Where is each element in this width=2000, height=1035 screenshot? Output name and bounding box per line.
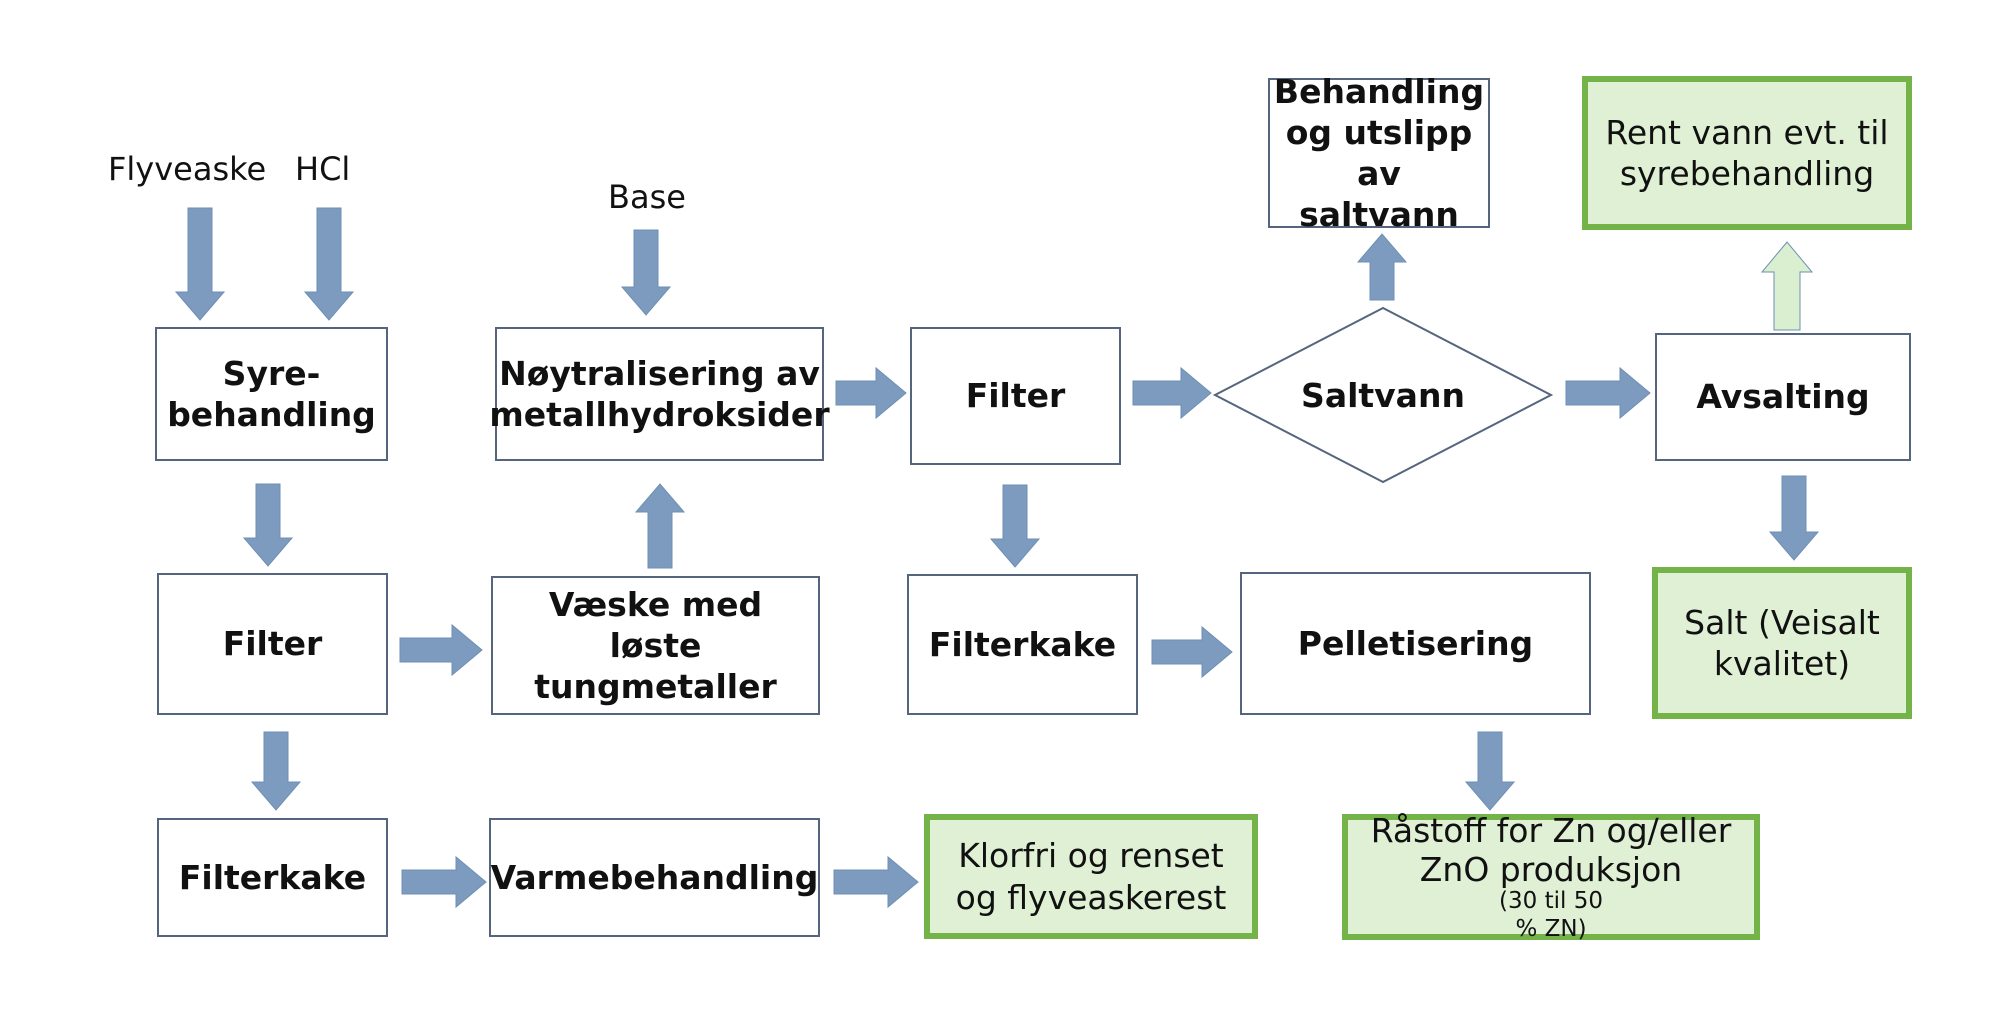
box-varmebehandling: Varmebehandling: [489, 818, 820, 937]
arrow-filterkake-to-pellet: [1151, 625, 1233, 679]
box-vaeske: Væske med løste tungmetaller: [491, 576, 820, 715]
arrow-hcl-down: [303, 207, 355, 321]
rastoff-main-text: Råstoff for Zn og/eller ZnO produksjon: [1370, 810, 1732, 890]
box-filterkake-1: Filterkake: [157, 818, 388, 937]
box-filterkake-2: Filterkake: [907, 574, 1138, 715]
arrow-varme-to-klorfri: [833, 855, 919, 909]
arrow-saltvann-to-avsalting: [1565, 366, 1651, 420]
box-avsalting: Avsalting: [1655, 333, 1911, 461]
product-rent-vann: Rent vann evt. til syrebehandling: [1582, 76, 1912, 230]
arrow-avsalting-to-rent-vann: [1760, 241, 1814, 331]
product-klorfri: Klorfri og renset og flyveaskerest: [924, 814, 1258, 939]
arrow-pellet-to-rastoff: [1464, 731, 1516, 811]
arrow-filter-to-filterkake: [250, 731, 302, 811]
box-filter-2: Filter: [910, 327, 1121, 465]
arrow-flyveaske-down: [174, 207, 226, 321]
input-hcl: HCl: [295, 150, 351, 188]
arrow-filterkake-to-varme: [401, 855, 487, 909]
box-noytralisering: Nøytralisering av metallhydroksider: [489, 327, 830, 461]
arrow-base-down: [620, 229, 672, 316]
input-flyveaske: Flyveaske: [108, 150, 267, 188]
input-base: Base: [608, 178, 686, 216]
box-behandling-utslipp: Behandling og utslipp av saltvann: [1268, 72, 1490, 234]
arrow-noytralisering-to-filter: [835, 366, 907, 420]
box-syrebehandling: Syre- behandling: [155, 327, 388, 461]
saltvann-diamond: [1212, 306, 1554, 484]
box-filter-1: Filter: [157, 573, 388, 715]
arrow-filter-to-vaeske: [399, 623, 483, 677]
arrow-vaeske-to-noytralisering: [634, 483, 686, 569]
arrow-saltvann-to-behandling: [1356, 233, 1408, 301]
product-rastoff: Råstoff for Zn og/eller ZnO produksjon (…: [1342, 810, 1760, 942]
rastoff-note-text: (30 til 50 % ZN): [1499, 888, 1603, 942]
arrow-avsalting-to-salt: [1768, 475, 1820, 561]
arrow-syre-to-filter: [242, 483, 294, 567]
product-salt: Salt (Veisalt kvalitet): [1652, 567, 1912, 719]
arrow-filter-to-filterkake-2: [989, 484, 1041, 568]
box-pelletisering: Pelletisering: [1240, 572, 1591, 715]
saltvann-label: Saltvann: [1301, 375, 1465, 415]
arrow-filter-to-saltvann: [1132, 366, 1212, 420]
